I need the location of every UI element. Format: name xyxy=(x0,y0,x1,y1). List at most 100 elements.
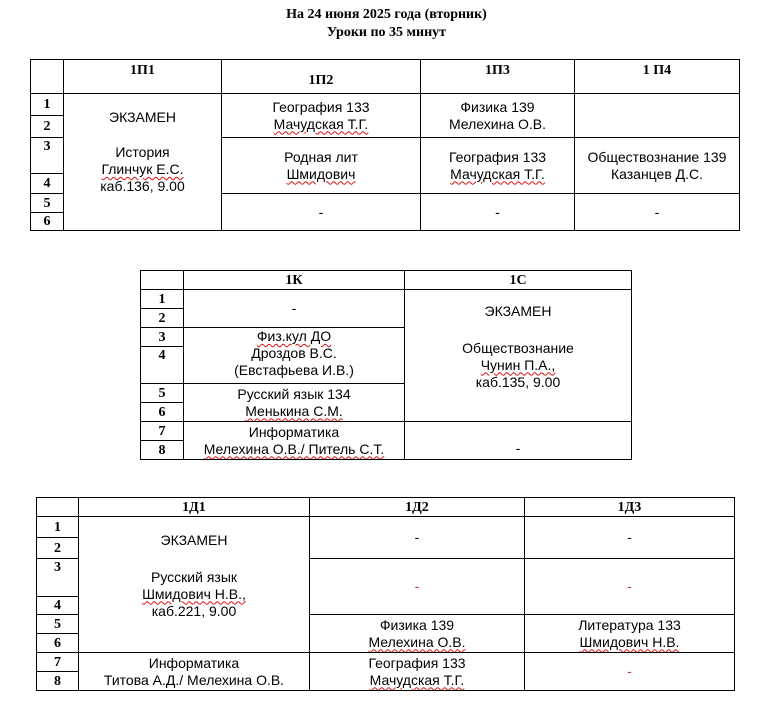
dash-cell: - xyxy=(309,558,525,615)
teacher: Шмидович Н.В. xyxy=(579,633,680,650)
group-header: 1П3 xyxy=(420,59,575,94)
lesson-cell: Физика 139 Мелехина О.В. xyxy=(309,614,525,653)
lesson-number: 6 xyxy=(36,633,79,653)
room: каб.136, 9.00 xyxy=(100,178,185,194)
dash-cell: - xyxy=(524,558,735,615)
lesson-number: 2 xyxy=(140,308,184,328)
lesson-number: 5 xyxy=(36,614,79,634)
exam-cell-1s: ЭКЗАМЕН Обществознание Чунин П.А., каб.1… xyxy=(404,289,632,422)
lesson-cell: Физ.кул ДО Дроздов В.С. (Евстафьева И.В.… xyxy=(183,327,405,384)
page-title: На 24 июня 2025 года (вторник) xyxy=(286,7,487,22)
lesson-cell: Родная лит Шмидович xyxy=(221,137,421,194)
lesson-number: 5 xyxy=(30,193,64,213)
corner-cell xyxy=(30,59,64,94)
teacher: Мелехина О.В. xyxy=(368,633,466,650)
group-header: 1П2 xyxy=(221,59,421,94)
group-header: 1Д3 xyxy=(524,497,735,517)
dash-cell: - xyxy=(420,193,575,231)
subject: Физика 139 xyxy=(460,98,535,115)
group-header: 1 П4 xyxy=(574,59,740,94)
room: каб.135, 9.00 xyxy=(475,373,561,390)
dash-cell: - xyxy=(309,516,525,559)
lesson-number: 6 xyxy=(30,212,64,231)
dash-cell: - xyxy=(524,652,735,691)
subject: География 133 xyxy=(448,148,547,165)
subject: Русский язык 134 xyxy=(237,385,351,402)
lesson-number: 1 xyxy=(30,93,64,116)
teacher: Титова А.Д./ Мелехина О.В. xyxy=(103,671,285,688)
teacher: Глинчук Е.С. xyxy=(101,161,184,177)
exam-cell-1d1: ЭКЗАМЕН Русский язык Шмидович Н.В., каб.… xyxy=(78,516,310,653)
lesson-number: 1 xyxy=(140,289,184,309)
subject: Информатика xyxy=(148,654,240,671)
empty-cell xyxy=(574,93,740,138)
subject: Информатика xyxy=(248,423,340,440)
lesson-number: 3 xyxy=(36,558,79,597)
teacher: Мачудская Т.Г. xyxy=(273,115,369,132)
lesson-number: 5 xyxy=(140,383,184,403)
lesson-cell: Русский язык 134 Менькина С.М. xyxy=(183,383,405,422)
lesson-cell: Литература 133 Шмидович Н.В. xyxy=(524,614,735,653)
subject: Обществознание 139 xyxy=(587,148,727,165)
subject: Физика 139 xyxy=(379,616,455,633)
group-header: 1С xyxy=(404,270,632,290)
dash-cell: - xyxy=(574,193,740,231)
dash-cell: - xyxy=(183,289,405,328)
exam-label: ЭКЗАМЕН xyxy=(484,302,552,319)
dash-cell: - xyxy=(221,193,421,231)
dash-cell: - xyxy=(524,516,735,559)
teacher: Менькина С.М. xyxy=(245,402,343,419)
lesson-cell: География 133 Мачудская Т.Г. xyxy=(221,93,421,138)
schedule-table-3: 1Д1 1Д2 1Д3 1 ЭКЗАМЕН Русский язык Шмидо… xyxy=(36,497,735,691)
lesson-number: 4 xyxy=(30,173,64,194)
subject: Физ.кул ДО xyxy=(256,328,332,345)
lesson-number: 7 xyxy=(36,652,79,672)
teacher: Казанцев Д.С. xyxy=(610,165,704,182)
subject: Обществознание xyxy=(462,339,574,356)
subject: География 133 xyxy=(368,654,466,671)
lesson-number: 6 xyxy=(140,402,184,422)
lesson-number: 4 xyxy=(140,346,184,384)
corner-cell xyxy=(36,497,79,517)
lesson-cell: Физика 139 Мелехина О.В. xyxy=(420,93,575,138)
lesson-cell: Информатика Мелехина О.В./ Питель С.Т. xyxy=(183,421,405,460)
lesson-cell: География 133 Мачудская Т.Г. xyxy=(309,652,525,691)
group-header: 1Д2 xyxy=(309,497,525,517)
subject: История xyxy=(115,144,170,160)
teacher: Мелехина О.В./ Питель С.Т. xyxy=(203,440,385,457)
subject: География 133 xyxy=(272,98,370,115)
corner-cell xyxy=(140,270,184,290)
lesson-number: 3 xyxy=(140,327,184,347)
group-header: 1П1 xyxy=(63,59,222,94)
lesson-number: 8 xyxy=(140,440,184,460)
lesson-number: 7 xyxy=(140,421,184,441)
lesson-cell: Информатика Титова А.Д./ Мелехина О.В. xyxy=(78,652,310,691)
lesson-number: 3 xyxy=(30,137,64,174)
subject: Родная лит xyxy=(284,148,358,165)
teacher: Чунин П.А., xyxy=(480,356,556,373)
teacher: Мачудская Т.Г. xyxy=(450,165,545,182)
teacher: (Евстафьева И.В.) xyxy=(234,362,354,378)
lesson-number: 2 xyxy=(30,115,64,138)
teacher: Шмидович Н.В., xyxy=(142,585,246,602)
lesson-number: 4 xyxy=(36,596,79,615)
lesson-cell: География 133 Мачудская Т.Г. xyxy=(420,137,575,194)
lesson-cell: Обществознание 139 Казанцев Д.С. xyxy=(574,137,740,194)
room: каб.221, 9.00 xyxy=(151,602,237,619)
page-subtitle: Уроки по 35 минут xyxy=(326,25,447,40)
schedule-table-2: 1К 1С 1 - ЭКЗАМЕН Обществознание Чунин П… xyxy=(140,270,632,460)
subject: Литература 133 xyxy=(578,616,681,633)
teacher: Мачудская Т.Г. xyxy=(369,671,465,688)
group-header: 1К xyxy=(183,270,405,290)
schedule-table-1: 1П1 1П2 1П3 1 П4 1 ЭКЗАМЕН История Глинч… xyxy=(30,59,740,231)
subject: Русский язык xyxy=(150,568,238,585)
teacher: Мелехина О.В. xyxy=(448,115,547,132)
exam-label: ЭКЗАМЕН xyxy=(109,109,176,125)
lesson-number: 1 xyxy=(36,516,79,538)
exam-cell-1p1: ЭКЗАМЕН История Глинчук Е.С. каб.136, 9.… xyxy=(63,93,222,231)
dash-cell: - xyxy=(404,421,632,460)
teacher: Шмидович xyxy=(286,165,356,182)
teacher: Дроздов В.С. xyxy=(251,345,337,361)
exam-label: ЭКЗАМЕН xyxy=(160,531,228,548)
lesson-number: 8 xyxy=(36,671,79,691)
